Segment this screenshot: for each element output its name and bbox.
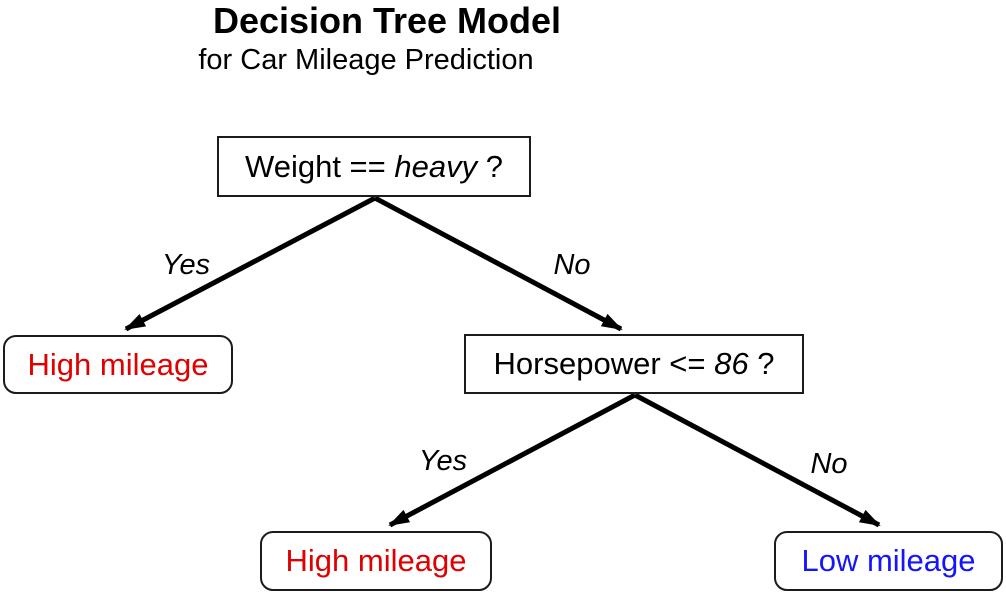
edge-label-horsepower-no: No bbox=[810, 448, 848, 480]
leaf-label-high-mileage-bottom: High mileage bbox=[285, 543, 467, 578]
weight-condition-prefix: Weight == bbox=[245, 148, 395, 184]
weight-condition-suffix: ? bbox=[477, 148, 503, 184]
leaf-label-low-mileage: Low mileage bbox=[801, 543, 976, 578]
horsepower-condition-prefix: Horsepower <= bbox=[493, 346, 715, 381]
edge-label-horsepower-yes: Yes bbox=[418, 445, 468, 477]
diagram-subtitle: for Car Mileage Prediction bbox=[198, 44, 534, 76]
diagram-title: Decision Tree Model bbox=[212, 0, 562, 41]
edge-label-weight-no: No bbox=[553, 249, 591, 281]
decision-node-weight: Weight == heavy ? bbox=[217, 136, 531, 197]
decision-node-horsepower: Horsepower <= 86 ? bbox=[464, 334, 804, 394]
leaf-node-high-mileage-bottom: High mileage bbox=[260, 531, 492, 591]
weight-condition-value: heavy bbox=[394, 148, 478, 184]
edge-label-weight-yes: Yes bbox=[161, 249, 211, 281]
horsepower-condition-suffix: ? bbox=[748, 346, 775, 381]
leaf-node-high-mileage-left: High mileage bbox=[3, 335, 233, 394]
leaf-label-high-mileage-left: High mileage bbox=[27, 346, 209, 382]
horsepower-condition-value: 86 bbox=[714, 346, 749, 381]
leaf-node-low-mileage: Low mileage bbox=[774, 531, 1003, 591]
